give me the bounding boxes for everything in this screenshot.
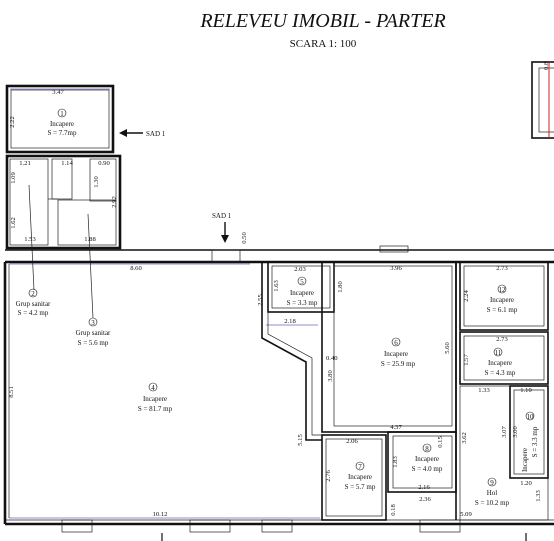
room-11-number: 11 — [495, 349, 502, 357]
dim-300: 3.00 — [512, 426, 519, 438]
dim-515: 5.15 — [297, 434, 304, 446]
room-2-name: Grup sanitar — [16, 300, 51, 308]
room-10-name: Incapere — [521, 448, 529, 472]
dim-153: 1.53 — [24, 236, 36, 243]
dim-180: 1.80 — [337, 281, 344, 293]
room-1-name: Incapere — [50, 120, 74, 128]
room-3-name: Grup sanitar — [76, 329, 111, 337]
sad-label-top: SAD 1 — [212, 212, 232, 220]
dim-273b: 2.73 — [496, 336, 508, 343]
dim-236: 2.36 — [419, 496, 431, 503]
room-10-area: S = 3.3 mp — [531, 426, 539, 457]
room-9-number: 9 — [490, 479, 494, 487]
dim-224: 2.24 — [463, 290, 470, 302]
room-11-area: S = 4.3 mp — [485, 369, 516, 377]
dim-090: 0.90 — [98, 160, 110, 167]
dim-362: 3.62 — [461, 432, 468, 444]
dim-121: 1.21 — [19, 160, 31, 167]
room-8-name: Incapere — [415, 455, 439, 463]
dim-276: 2.76 — [325, 470, 332, 482]
room-5-name: Incapere — [290, 289, 314, 297]
room-8-area: S = 4.0 mp — [412, 465, 443, 473]
detail-fragment: 0.8 — [531, 61, 554, 139]
room-12-name: Incapere — [490, 296, 514, 304]
dim-133b: 1.33 — [535, 490, 542, 502]
room-2-area: S = 4.2 mp — [18, 309, 49, 317]
dim-162: 1.62 — [10, 217, 17, 229]
room-6-area: S = 25.9 mp — [381, 360, 416, 368]
room-7-name: Incapere — [348, 473, 372, 481]
dim-114: 1.14 — [61, 160, 73, 167]
dim-015: 0.15 — [437, 436, 444, 448]
room-4-area: S = 81.7 mp — [138, 405, 173, 413]
dim-380: 3.80 — [327, 370, 334, 382]
room-3-area: S = 5.6 mp — [78, 339, 109, 347]
annex-block: 3.47 2.22 1 Incapere S = 7.7mp SAD 1 1.2… — [5, 84, 166, 319]
room-12-area: S = 6.1 mp — [487, 306, 518, 314]
dim-307: 3.07 — [501, 426, 508, 438]
dim-183: 1.83 — [392, 456, 399, 468]
dim-1012: 10.12 — [153, 511, 168, 518]
dim-273a: 2.73 — [496, 265, 508, 272]
dim-255: 2.55 — [257, 294, 264, 306]
dim-120: 1.20 — [520, 480, 532, 487]
dim-560: 5.60 — [444, 342, 451, 354]
room-1-number: 1 — [60, 110, 64, 118]
dim-130: 1.30 — [93, 176, 100, 188]
dim-396: 3.96 — [390, 265, 402, 272]
room-5-number: 5 — [300, 278, 304, 286]
dim-188: 1.88 — [84, 236, 96, 243]
dim-163: 1.63 — [273, 280, 280, 292]
room-6-number: 6 — [394, 339, 398, 347]
dim-040: 0.40 — [326, 355, 338, 362]
room-7-number: 7 — [358, 463, 362, 471]
room-1-area: S = 7.7mp — [47, 129, 77, 137]
sad-label-right: SAD 1 — [146, 130, 166, 138]
room-9-area: S = 10.2 mp — [475, 499, 510, 507]
dim-157: 1.57 — [463, 354, 470, 366]
dim-292: 2.92 — [111, 196, 118, 208]
room-2-number: 2 — [31, 290, 35, 298]
room-4-name: Incapere — [143, 395, 167, 403]
room-11-name: Incapere — [488, 359, 512, 367]
dim-annex-width: 3.47 — [52, 89, 64, 96]
plan-scale: SCARA 1: 100 — [290, 38, 357, 50]
dim-203: 2.03 — [294, 266, 306, 273]
room-6-name: Incapere — [384, 350, 408, 358]
dim-018: 0.18 — [390, 504, 397, 516]
dim-fragment: 0.8 — [543, 61, 550, 70]
dim-437: 4.37 — [390, 424, 402, 431]
dim-509: 5.09 — [460, 511, 472, 518]
dim-annex-height: 2.22 — [9, 116, 16, 128]
room-12-number: 12 — [499, 286, 507, 294]
dim-218: 2.18 — [284, 318, 296, 325]
room-8-number: 8 — [425, 445, 429, 453]
room-3-number: 3 — [91, 319, 95, 327]
dim-110: 1.10 — [520, 387, 532, 394]
room-4-number: 4 — [151, 384, 155, 392]
room-10-number: 10 — [527, 413, 535, 421]
dim-860: 8.60 — [130, 265, 142, 272]
dim-216: 2.16 — [418, 484, 430, 491]
dim-133a: 1.33 — [478, 387, 490, 394]
dim-050: 0.50 — [241, 232, 248, 244]
main-building: SAD 1 0.50 8.60 8.51 10.12 4 Incapere S … — [3, 212, 554, 533]
room-7-area: S = 5.7 mp — [345, 483, 376, 491]
dim-206: 2.06 — [346, 438, 358, 445]
room-9-name: Hol — [487, 489, 498, 497]
dim-109: 1.09 — [10, 172, 17, 184]
room-5-area: S = 3.3 mp — [287, 299, 318, 307]
dim-851: 8.51 — [8, 386, 15, 398]
plan-title: RELEVEU IMOBIL - PARTER — [199, 10, 445, 32]
